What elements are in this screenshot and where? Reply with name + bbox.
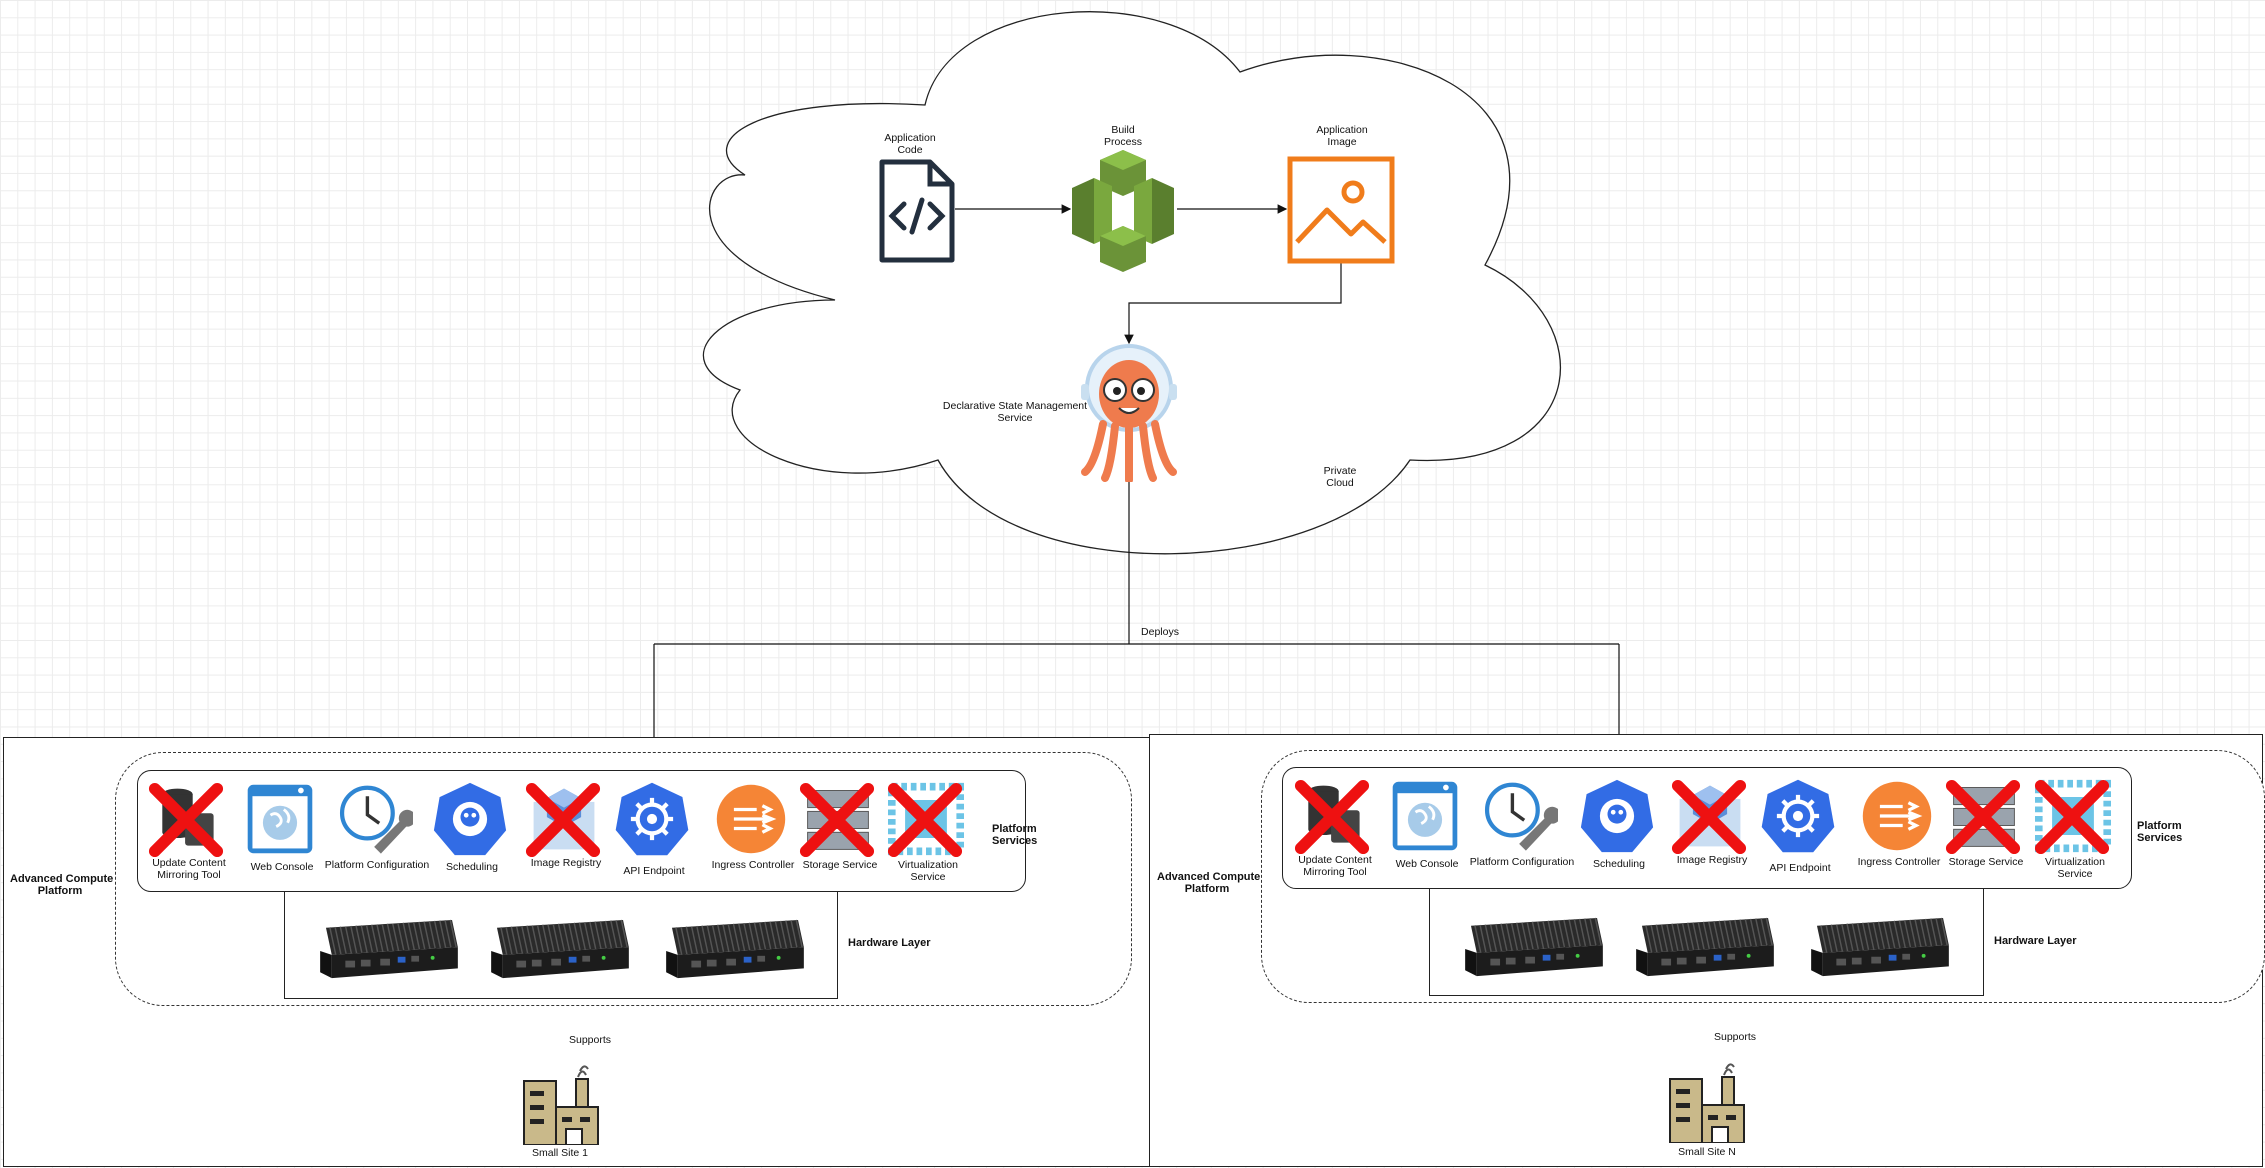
application-code-label: Application Code — [884, 132, 936, 156]
image-icon — [1287, 156, 1395, 264]
service-storage-service: Storage Service — [798, 781, 882, 871]
application-image-label: Application Image — [1316, 124, 1368, 148]
browser-globe-icon — [242, 781, 318, 862]
disabled-x-icon — [798, 781, 876, 864]
factory-icon — [523, 1065, 599, 1145]
service-virtualization-service: Virtualization Service — [886, 781, 970, 883]
hardware-label-n: Hardware Layer — [1994, 935, 2077, 947]
edge-server-icon — [487, 918, 633, 987]
disabled-x-icon — [886, 781, 964, 864]
disabled-x-icon — [524, 781, 602, 864]
browser-globe-icon — [1387, 778, 1463, 859]
disabled-x-icon — [1944, 778, 2022, 861]
service-label: Web Console — [1395, 858, 1459, 870]
platform-label-n: Advanced Compute Platform — [1157, 871, 1261, 895]
disabled-x-icon — [1293, 778, 1371, 861]
disabled-x-icon — [1670, 778, 1748, 861]
service-image-registry: Image Registry — [1670, 778, 1754, 866]
service-label: Scheduling — [446, 861, 498, 873]
kubernetes-api-icon — [1760, 778, 1836, 859]
service-api-endpoint: API Endpoint — [612, 781, 696, 877]
service-label: Update Content Mirroring Tool — [152, 857, 226, 881]
service-api-endpoint: API Endpoint — [1758, 778, 1842, 874]
service-platform-configuration: Platform Configuration — [325, 781, 429, 871]
service-label: Ingress Controller — [711, 859, 795, 871]
service-scheduling: Scheduling — [430, 781, 514, 873]
ingress-icon — [1859, 778, 1935, 859]
site-name-n: Small Site N — [1678, 1146, 1736, 1158]
service-ingress-controller: Ingress Controller — [1857, 778, 1941, 868]
codebuild-icon — [1072, 150, 1174, 272]
service-label: API Endpoint — [1769, 862, 1831, 874]
service-image-registry: Image Registry — [524, 781, 608, 869]
service-label: API Endpoint — [623, 865, 685, 877]
edge-server-icon — [662, 918, 808, 987]
service-label: Virtualization Service — [2045, 856, 2105, 880]
edge-server-icon — [1632, 916, 1778, 985]
clock-wrench-icon — [337, 781, 416, 862]
service-update-content-mirroring-tool: Update Content Mirroring Tool — [147, 781, 231, 881]
services-label-n: Platform Services — [2137, 820, 2183, 844]
kubernetes-scheduler-icon — [432, 781, 508, 862]
clock-wrench-icon — [1482, 778, 1561, 859]
service-update-content-mirroring-tool: Update Content Mirroring Tool — [1293, 778, 1377, 878]
kubernetes-scheduler-icon — [1579, 778, 1655, 859]
platform-label-1: Advanced Compute Platform — [10, 873, 114, 897]
service-label: Platform Configuration — [1469, 856, 1575, 868]
declarative-service-label: Declarative State Management Service — [942, 400, 1088, 424]
service-label: Storage Service — [1948, 856, 2024, 868]
service-ingress-controller: Ingress Controller — [711, 781, 795, 871]
service-storage-service: Storage Service — [1944, 778, 2028, 868]
service-label: Update Content Mirroring Tool — [1298, 854, 1372, 878]
edge-server-icon — [1807, 916, 1953, 985]
kubernetes-api-icon — [614, 781, 690, 862]
factory-icon — [1669, 1063, 1745, 1143]
ingress-icon — [713, 781, 789, 862]
service-label: Storage Service — [802, 859, 878, 871]
service-label: Ingress Controller — [1857, 856, 1941, 868]
code-file-icon — [879, 159, 955, 263]
supports-label-n: Supports — [1713, 1031, 1757, 1043]
deploys-label: Deploys — [1141, 626, 1179, 638]
service-label: Platform Configuration — [324, 859, 430, 871]
service-label: Scheduling — [1593, 858, 1645, 870]
service-web-console: Web Console — [240, 781, 324, 873]
service-label: Image Registry — [530, 857, 602, 869]
argo-octopus-icon — [1081, 344, 1177, 482]
disabled-x-icon — [147, 781, 225, 864]
services-label-1: Platform Services — [992, 823, 1038, 847]
service-label: Image Registry — [1676, 854, 1748, 866]
edge-server-icon — [1461, 916, 1607, 985]
edge-server-icon — [316, 918, 462, 987]
service-web-console: Web Console — [1385, 778, 1469, 870]
build-process-label: Build Process — [1104, 124, 1142, 148]
supports-label-1: Supports — [568, 1034, 612, 1046]
hardware-label-1: Hardware Layer — [848, 937, 931, 949]
service-label: Web Console — [250, 861, 314, 873]
service-virtualization-service: Virtualization Service — [2033, 778, 2117, 880]
service-scheduling: Scheduling — [1577, 778, 1661, 870]
service-label: Virtualization Service — [898, 859, 958, 883]
private-cloud-label: Private Cloud — [1323, 465, 1357, 489]
service-platform-configuration: Platform Configuration — [1470, 778, 1574, 868]
site-name-1: Small Site 1 — [531, 1147, 589, 1159]
disabled-x-icon — [2033, 778, 2111, 861]
